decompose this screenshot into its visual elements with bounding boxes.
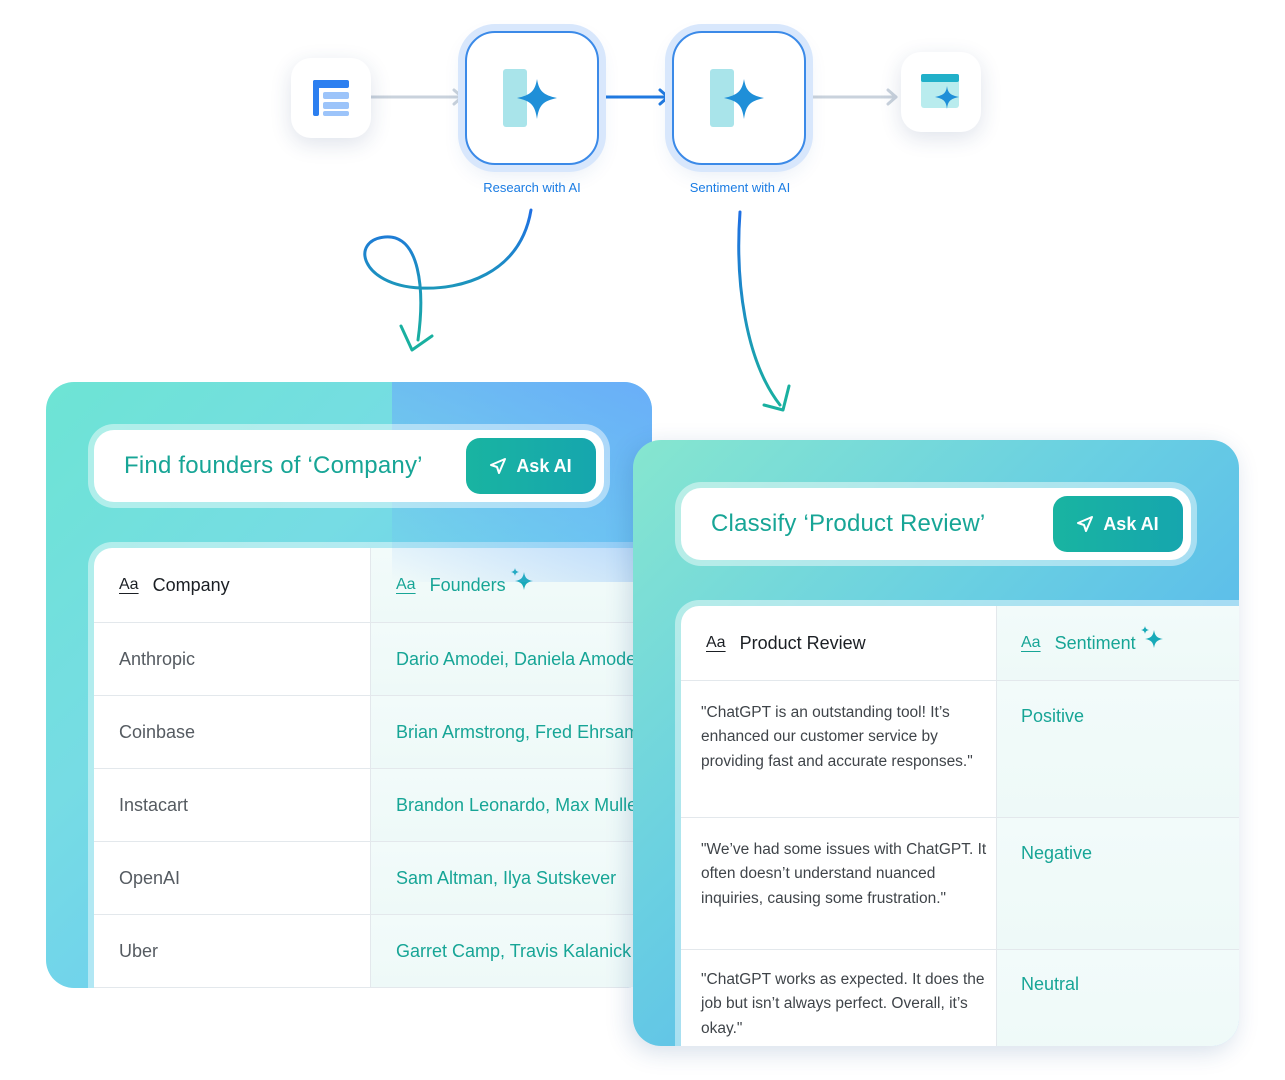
sentiment-cell[interactable]: Neutral [997, 950, 1239, 1046]
sentiment-table: Aa Product Review Aa Sentiment "ChatGPT … [681, 606, 1239, 1046]
text-field-type-icon: Aa [1021, 634, 1041, 651]
sentiment-cell[interactable]: Positive [997, 681, 1239, 817]
research-table: Aa Company Aa Founders Anthropic Dario A… [94, 548, 652, 988]
sentiment-prompt-bar[interactable]: Classify ‘Product Review’ Ask AI [681, 488, 1191, 560]
ai-sparkle-icon [1140, 626, 1163, 648]
research-prompt-bar[interactable]: Find founders of ‘Company’ Ask AI [94, 430, 604, 502]
table-row[interactable]: "We’ve had some issues with ChatGPT. It … [681, 818, 1239, 950]
connector-source-research-arrowhead [452, 88, 464, 106]
column-label: Founders [429, 574, 506, 595]
column-label: Company [152, 574, 230, 595]
connector-sentiment-output-arrowhead [886, 88, 898, 106]
table-row[interactable]: OpenAI Sam Altman, Ilya Sutskever [94, 842, 652, 915]
table-row[interactable]: Uber Garret Camp, Travis Kalanick [94, 915, 652, 988]
header-cell-product-review[interactable]: Aa Product Review [681, 606, 997, 680]
column-label: Product Review [739, 632, 866, 653]
review-cell[interactable]: "ChatGPT works as expected. It does the … [681, 950, 997, 1046]
research-node-label: Research with AI [483, 180, 581, 195]
loop-arrowhead [399, 324, 434, 352]
header-cell-company[interactable]: Aa Company [94, 548, 371, 622]
column-label: Sentiment [1054, 632, 1136, 653]
text-field-type-icon: Aa [119, 576, 139, 593]
output-node[interactable] [901, 52, 981, 132]
sentiment-panel: Classify ‘Product Review’ Ask AI Aa Prod… [633, 440, 1239, 1046]
send-icon [1077, 516, 1094, 532]
connector-research-sentiment-arrowhead [658, 88, 670, 106]
loop-arrow-to-research-table [363, 208, 533, 342]
source-table-node[interactable] [291, 58, 371, 138]
research-ask-ai-label: Ask AI [516, 455, 572, 476]
text-field-type-icon: Aa [706, 634, 726, 651]
table-header-row: Aa Company Aa Founders [94, 548, 652, 623]
table-row[interactable]: "ChatGPT is an outstanding tool! It’s en… [681, 681, 1239, 818]
sentiment-prompt-text: Classify ‘Product Review’ [711, 510, 986, 537]
text-field-type-icon: Aa [396, 576, 416, 593]
review-cell[interactable]: "We’ve had some issues with ChatGPT. It … [681, 818, 997, 949]
research-ask-ai-button[interactable]: Ask AI [466, 438, 596, 494]
company-cell[interactable]: Coinbase [94, 696, 371, 768]
curve-arrowhead [762, 384, 791, 412]
header-cell-founders[interactable]: Aa Founders [371, 548, 652, 622]
research-prompt-text: Find founders of ‘Company’ [124, 452, 423, 479]
ai-sparkle-icon [510, 568, 533, 590]
founders-cell[interactable]: Dario Amodei, Daniela Amodei [371, 623, 652, 695]
ai-sparkle-icon [503, 69, 557, 127]
table-row[interactable]: "ChatGPT works as expected. It does the … [681, 950, 1239, 1046]
review-cell[interactable]: "ChatGPT is an outstanding tool! It’s en… [681, 681, 997, 817]
table-row[interactable]: Anthropic Dario Amodei, Daniela Amodei [94, 623, 652, 696]
sentiment-node-label: Sentiment with AI [689, 180, 791, 195]
company-cell[interactable]: Instacart [94, 769, 371, 841]
founders-cell[interactable]: Garret Camp, Travis Kalanick [371, 915, 652, 987]
company-cell[interactable]: OpenAI [94, 842, 371, 914]
table-header-row: Aa Product Review Aa Sentiment [681, 606, 1239, 681]
company-cell[interactable]: Anthropic [94, 623, 371, 695]
founders-cell[interactable]: Brandon Leonardo, Max Mullen [371, 769, 652, 841]
company-cell[interactable]: Uber [94, 915, 371, 987]
research-ai-node[interactable] [465, 31, 599, 165]
research-panel: Find founders of ‘Company’ Ask AI Aa Com… [46, 382, 652, 988]
ai-sparkle-icon [710, 69, 764, 127]
sentiment-ask-ai-label: Ask AI [1103, 513, 1159, 534]
header-cell-sentiment[interactable]: Aa Sentiment [997, 606, 1239, 680]
curve-arrow-to-sentiment-table [737, 210, 782, 407]
table-row[interactable]: Coinbase Brian Armstrong, Fred Ehrsam [94, 696, 652, 769]
sentiment-cell[interactable]: Negative [997, 818, 1239, 949]
founders-cell[interactable]: Sam Altman, Ilya Sutskever [371, 842, 652, 914]
table-icon [313, 80, 349, 116]
founders-cell[interactable]: Brian Armstrong, Fred Ehrsam [371, 696, 652, 768]
sentiment-ai-node[interactable] [672, 31, 806, 165]
sentiment-ask-ai-button[interactable]: Ask AI [1053, 496, 1183, 552]
ai-window-icon [921, 74, 959, 109]
send-icon [490, 458, 507, 474]
table-row[interactable]: Instacart Brandon Leonardo, Max Mullen [94, 769, 652, 842]
